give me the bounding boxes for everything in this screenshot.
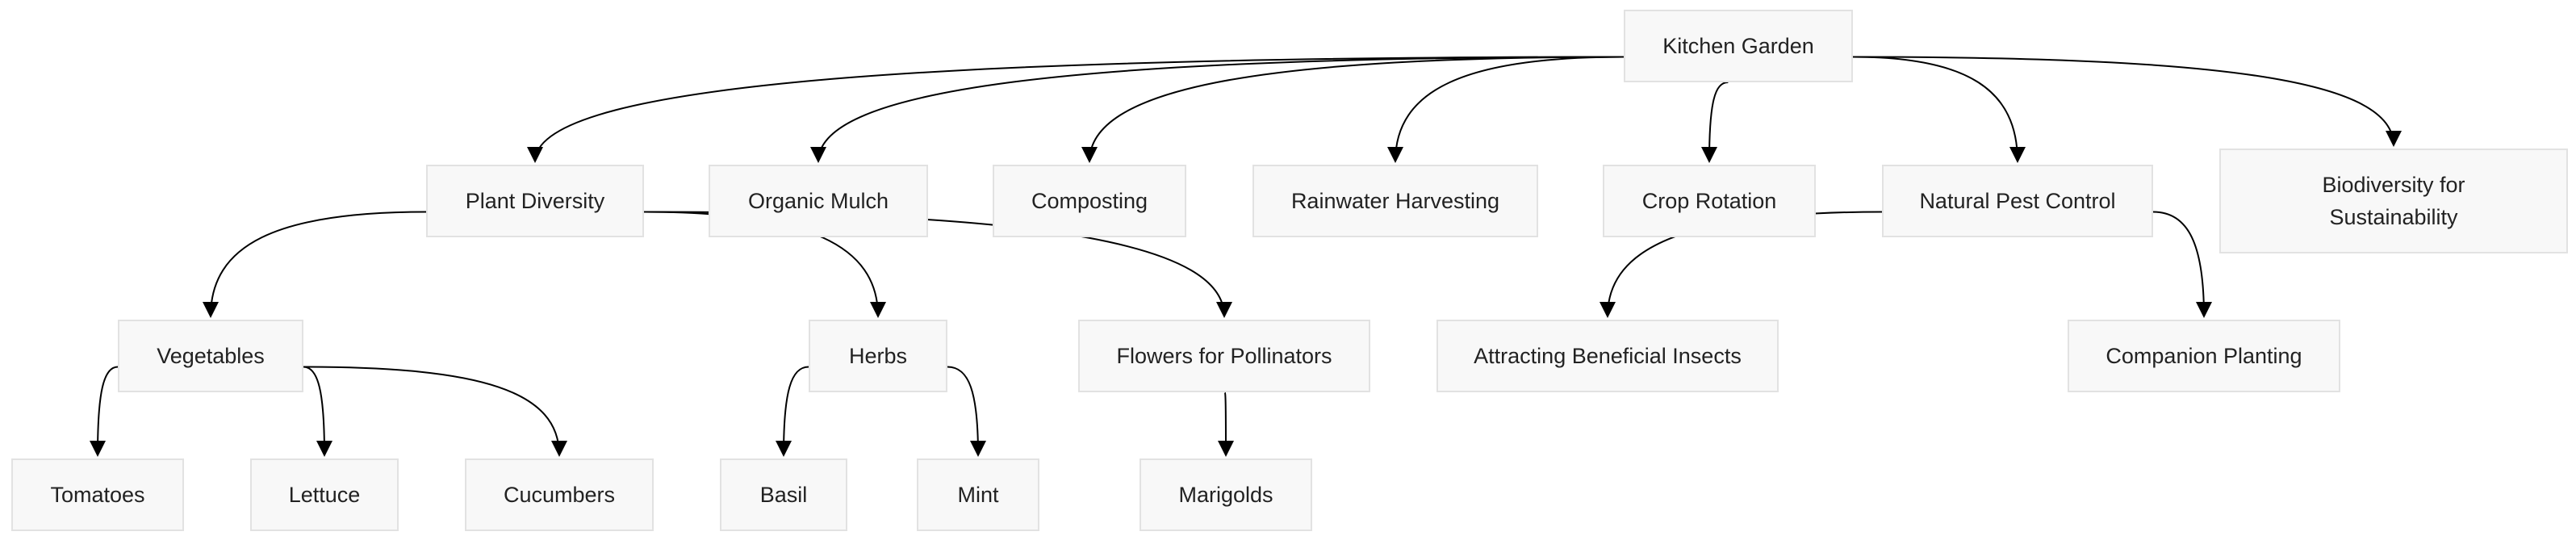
edge-herbs-to-basil xyxy=(776,366,809,457)
node-basil: Basil xyxy=(720,458,847,531)
node-cucumbers: Cucumbers xyxy=(465,458,654,531)
edge-kitchen-garden-to-composting xyxy=(1081,56,1625,163)
node-companion-planting: Companion Planting xyxy=(2068,320,2340,392)
node-label: Basil xyxy=(759,483,808,507)
node-label: Companion Planting xyxy=(2106,344,2302,368)
node-label: Rainwater Harvesting xyxy=(1290,189,1500,213)
edge-herbs-to-mint xyxy=(947,366,986,457)
node-crop-rotation: Crop Rotation xyxy=(1603,165,1816,237)
node-label: Natural Pest Control xyxy=(1919,189,2116,213)
edge-flowers-for-pollinators-to-marigolds xyxy=(1217,391,1234,457)
node-label: Herbs xyxy=(848,344,908,368)
node-vegetables: Vegetables xyxy=(118,320,303,392)
node-label: Composting xyxy=(1031,189,1148,213)
edge-vegetables-to-lettuce xyxy=(303,366,332,457)
node-label: Vegetables xyxy=(157,344,265,368)
node-label: Crop Rotation xyxy=(1641,189,1777,213)
edge-vegetables-to-tomatoes xyxy=(90,366,119,457)
edge-vegetables-to-cucumbers xyxy=(303,366,567,457)
edge-natural-pest-control-to-companion-planting xyxy=(2152,211,2212,318)
node-herbs: Herbs xyxy=(809,320,947,392)
node-composting: Composting xyxy=(993,165,1186,237)
edge-kitchen-garden-to-rainwater-harvesting xyxy=(1387,56,1625,163)
node-label: Mint xyxy=(957,483,999,507)
node-kitchen-garden: Kitchen Garden xyxy=(1624,10,1853,82)
node-label: Organic Mulch xyxy=(747,189,889,213)
edge-kitchen-garden-to-plant-diversity xyxy=(527,56,1625,163)
node-label: Marigolds xyxy=(1178,483,1273,507)
edge-kitchen-garden-to-natural-pest-control xyxy=(1852,56,2026,163)
node-label: Kitchen Garden xyxy=(1662,34,1814,58)
node-label: Lettuce xyxy=(288,483,361,507)
node-lettuce: Lettuce xyxy=(250,458,399,531)
node-organic-mulch: Organic Mulch xyxy=(709,165,928,237)
edge-plant-diversity-to-herbs xyxy=(643,211,886,318)
node-label: Attracting Beneficial Insects xyxy=(1474,344,1742,368)
node-label: Cucumbers xyxy=(503,483,616,507)
edge-kitchen-garden-to-biodiversity xyxy=(1852,56,2402,147)
edge-kitchen-garden-to-crop-rotation xyxy=(1701,82,1729,163)
node-tomatoes: Tomatoes xyxy=(11,458,184,531)
edge-kitchen-garden-to-organic-mulch xyxy=(810,56,1625,163)
node-flowers-for-pollinators: Flowers for Pollinators xyxy=(1078,320,1370,392)
node-label: Flowers for Pollinators xyxy=(1116,344,1332,368)
node-label-line-2: Sustainability xyxy=(2329,205,2458,229)
node-plant-diversity: Plant Diversity xyxy=(426,165,644,237)
node-rainwater-harvesting: Rainwater Harvesting xyxy=(1252,165,1538,237)
node-marigolds: Marigolds xyxy=(1140,458,1312,531)
edge-plant-diversity-to-vegetables xyxy=(203,211,427,318)
node-label: Plant Diversity xyxy=(465,189,605,213)
node-biodiversity-for-sustainability: Biodiversity for Sustainability xyxy=(2219,149,2568,253)
node-label: Tomatoes xyxy=(50,483,145,507)
node-label-line-1: Biodiversity for xyxy=(2322,173,2465,197)
node-mint: Mint xyxy=(917,458,1039,531)
node-natural-pest-control: Natural Pest Control xyxy=(1882,165,2153,237)
node-attracting-beneficial-insects: Attracting Beneficial Insects xyxy=(1436,320,1779,392)
